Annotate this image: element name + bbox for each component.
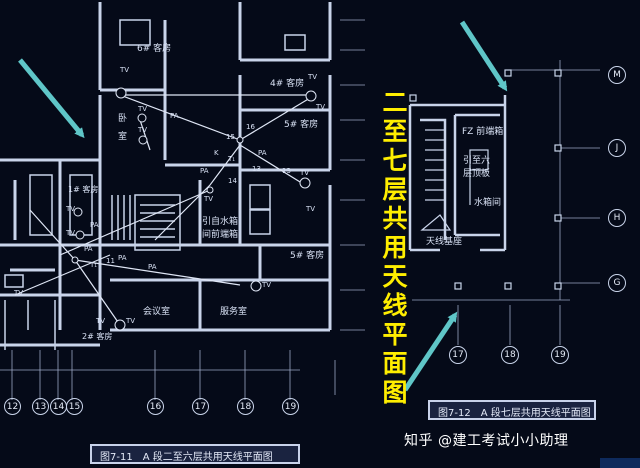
- axis-marker-19-right: 19: [551, 346, 569, 364]
- tv-label: TV: [262, 281, 272, 289]
- caption-figure-7-12: 图7-12 A 段七层共用天线平面图: [428, 400, 596, 420]
- riser-up-line2: 层顶板: [463, 169, 491, 179]
- cable-label: PA: [84, 245, 93, 253]
- left-plan-stairs: [4, 19, 306, 350]
- callout-number: 13: [252, 165, 261, 173]
- axis-marker-13: 13: [32, 398, 49, 415]
- title-char: 至: [382, 117, 408, 146]
- tv-label: TV: [204, 195, 214, 203]
- riser-up-line1: 引至六: [463, 156, 491, 166]
- axis-marker-16: 16: [147, 398, 164, 415]
- tv-label: TV: [306, 205, 316, 213]
- axis-marker-15: 15: [66, 398, 83, 415]
- tv-label: TV: [120, 66, 130, 74]
- room-label-guest-5-upper: 5# 客房: [284, 120, 319, 130]
- riser-note-line1: 引自水箱: [202, 217, 239, 227]
- axis-marker-h: H: [608, 209, 626, 227]
- title-char: 线: [382, 291, 408, 320]
- axis-marker-j: J: [608, 139, 626, 157]
- tv-outlets: [71, 87, 317, 331]
- right-column-markers: [409, 69, 562, 290]
- antenna-base-label: 天线基座: [426, 237, 463, 247]
- room-label-meeting: 会议室: [143, 307, 171, 317]
- right-plan-walls: [408, 95, 507, 252]
- riser-note-line2: 间前端箱: [202, 230, 239, 240]
- vertical-title: 二 至 七 层 共 用 天 线 平 面 图: [380, 88, 410, 407]
- axis-marker-12: 12: [4, 398, 21, 415]
- right-plan-details: [420, 129, 489, 231]
- cable-runs: [14, 94, 311, 326]
- room-label-bedroom-2: 室: [118, 132, 128, 142]
- room-label-guest-1: 1# 客房: [68, 185, 99, 194]
- callout-number: 11: [106, 257, 115, 265]
- arrow-right-top: [459, 20, 508, 92]
- tv-label: TV: [138, 126, 148, 134]
- cable-label: PA: [258, 149, 267, 157]
- title-char: 天: [382, 262, 408, 291]
- cable-label: PA: [118, 254, 127, 262]
- room-label-guest-2: 2# 客房: [82, 332, 113, 341]
- axis-marker-g: G: [608, 274, 626, 292]
- room-label-service: 服务室: [220, 307, 248, 317]
- callout-number: 15: [226, 133, 235, 141]
- callout-letter: T₁: [228, 155, 236, 163]
- cable-label: PA: [90, 221, 99, 229]
- title-char: 平: [382, 320, 408, 349]
- title-char: 层: [382, 175, 408, 204]
- fz-box-label: FZ 前端箱: [462, 127, 504, 137]
- title-char: 用: [382, 233, 408, 262]
- tv-label: TV: [308, 73, 318, 81]
- axis-marker-m: M: [608, 66, 626, 84]
- right-grid-lines: [412, 60, 600, 345]
- tv-label: TV: [96, 317, 106, 325]
- bottom-corner-bar: [600, 458, 640, 468]
- title-char: 二: [382, 88, 408, 117]
- axis-marker-18-right: 18: [501, 346, 519, 364]
- axis-marker-14: 14: [50, 398, 67, 415]
- left-plan-walls: [0, 2, 332, 347]
- room-label-guest-6: 6# 客房: [137, 44, 172, 54]
- callout-letter: K: [214, 149, 219, 157]
- tv-label: TV: [126, 317, 136, 325]
- watermark-text: 知乎 @建工考试小小助理: [404, 433, 569, 449]
- tv-label: TV: [316, 103, 326, 111]
- cable-label: PA: [200, 167, 209, 175]
- tv-label: TV: [66, 205, 76, 213]
- caption-figure-7-11: 图7-11 A 段二至六层共用天线平面图: [90, 444, 300, 464]
- tv-label: TV: [66, 229, 76, 237]
- tank-room-label: 水箱间: [474, 198, 502, 208]
- arrow-left-plan: [18, 58, 85, 139]
- title-char: 七: [382, 146, 408, 175]
- title-char: 共: [382, 204, 408, 233]
- room-label-guest-4: 4# 客房: [270, 79, 305, 89]
- axis-marker-18: 18: [237, 398, 254, 415]
- cable-label: PA: [148, 263, 157, 271]
- room-label-bedroom-1: 卧: [118, 114, 128, 124]
- cable-label: PA: [170, 112, 179, 120]
- tv-label: TV: [300, 169, 310, 177]
- axis-marker-17: 17: [192, 398, 209, 415]
- left-grid-lines: [0, 19, 365, 400]
- tv-label: TV: [14, 289, 24, 297]
- tv-label: TV: [138, 105, 148, 113]
- room-label-guest-5-lower: 5# 客房: [290, 251, 325, 261]
- axis-marker-19: 19: [282, 398, 299, 415]
- callout-number: 14: [228, 177, 237, 185]
- arrow-right-bottom: [402, 311, 458, 392]
- axis-marker-17-right: 17: [449, 346, 467, 364]
- callout-number: 13: [282, 167, 291, 175]
- callout-letter: T₁: [90, 261, 98, 269]
- title-char: 面: [382, 349, 408, 378]
- callout-number: 16: [246, 123, 255, 131]
- title-char: 图: [382, 378, 408, 407]
